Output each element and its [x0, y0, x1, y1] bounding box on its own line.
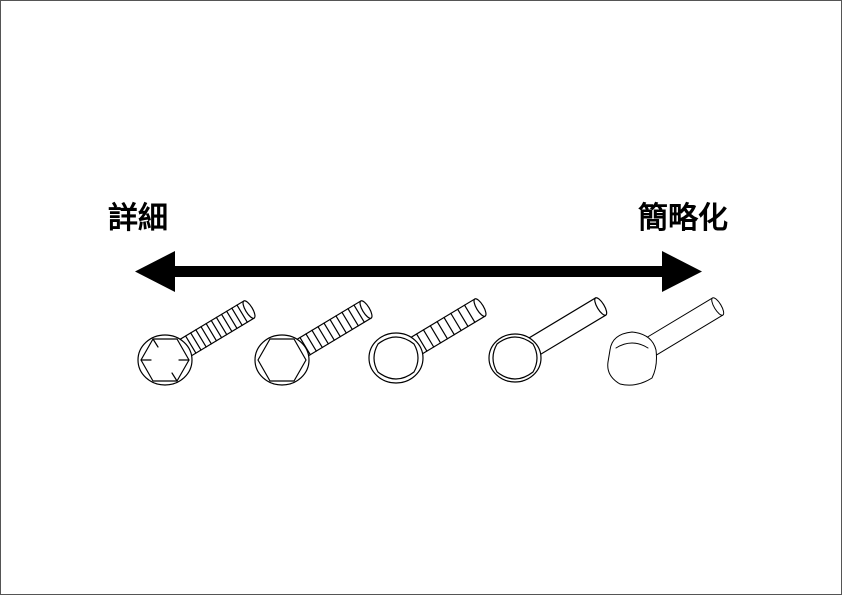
label-detailed: 詳細: [108, 201, 168, 236]
bolt-less-detailed: [254, 300, 373, 386]
bolt-medium: [368, 298, 487, 384]
arrow-head-right: [662, 251, 702, 292]
arrow-head-left: [135, 251, 175, 292]
bolt-simplified: [488, 297, 608, 383]
arrow-shaft: [170, 266, 666, 277]
bolt-most-simplified: [607, 297, 725, 386]
label-simplified: 簡略化: [638, 201, 728, 236]
bolt-detailed: [137, 300, 256, 386]
double-arrow: [135, 251, 702, 292]
